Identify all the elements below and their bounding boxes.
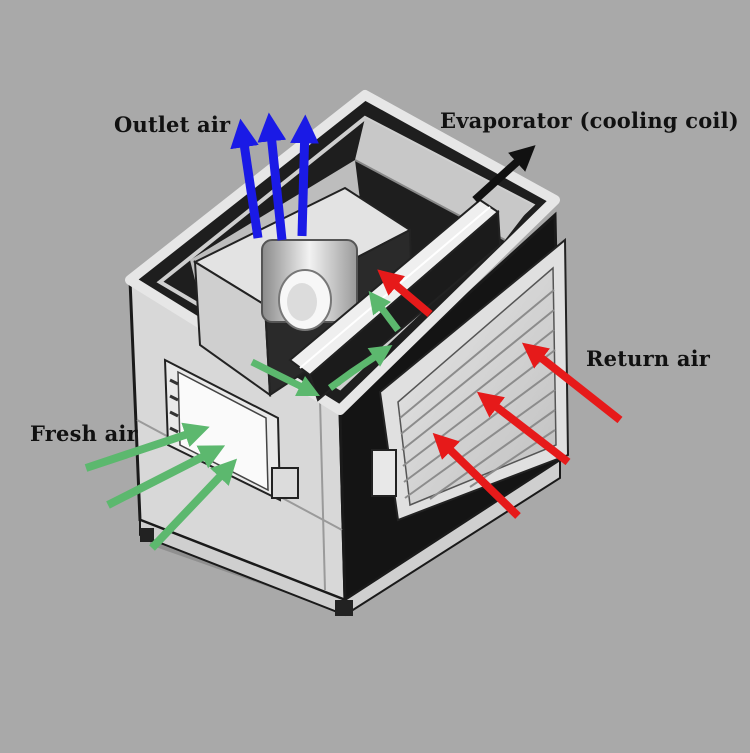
evaporator-label: Evaporator (cooling coil)	[440, 108, 739, 133]
mixed-arrow-1	[250, 358, 321, 397]
evaporator-arrow	[472, 145, 536, 203]
foot-mid	[335, 600, 353, 616]
damper-blades	[169, 378, 179, 434]
outlet-arrow-3	[290, 114, 319, 237]
evaporator-pointer	[472, 145, 536, 203]
blower-inlet-inner	[287, 283, 317, 321]
mixed-arrow-3	[368, 290, 401, 333]
fresh-air-arrows	[84, 422, 238, 551]
blower-fan	[261, 239, 358, 331]
mixed-arrow-2	[327, 345, 393, 391]
outlet-arrow-1	[230, 118, 263, 239]
fresh-air-label: Fresh air	[30, 421, 138, 446]
return-arrow-3	[432, 432, 521, 519]
fresh-arrow-3	[149, 458, 238, 551]
outlet-air-label: Outlet air	[114, 112, 231, 137]
damper-opening	[177, 370, 269, 492]
return-arrow-1	[521, 342, 623, 424]
damper-actuator	[271, 467, 299, 499]
return-arrow-2	[476, 391, 571, 466]
left-face-seam-2	[319, 399, 326, 591]
fresh-arrow-2	[106, 445, 226, 509]
return-air-label: Return air	[586, 346, 711, 371]
outlet-arrow-2	[257, 112, 287, 241]
return-air-arrows	[377, 269, 623, 519]
fresh-arrow-1	[84, 422, 210, 472]
outlet-air-arrows	[230, 112, 319, 241]
fresh-air-damper	[163, 358, 299, 502]
foot-left	[140, 528, 154, 542]
return-arrow-inner	[377, 269, 433, 318]
mixed-air-arrows	[250, 290, 401, 397]
louver-actuator	[371, 449, 397, 497]
